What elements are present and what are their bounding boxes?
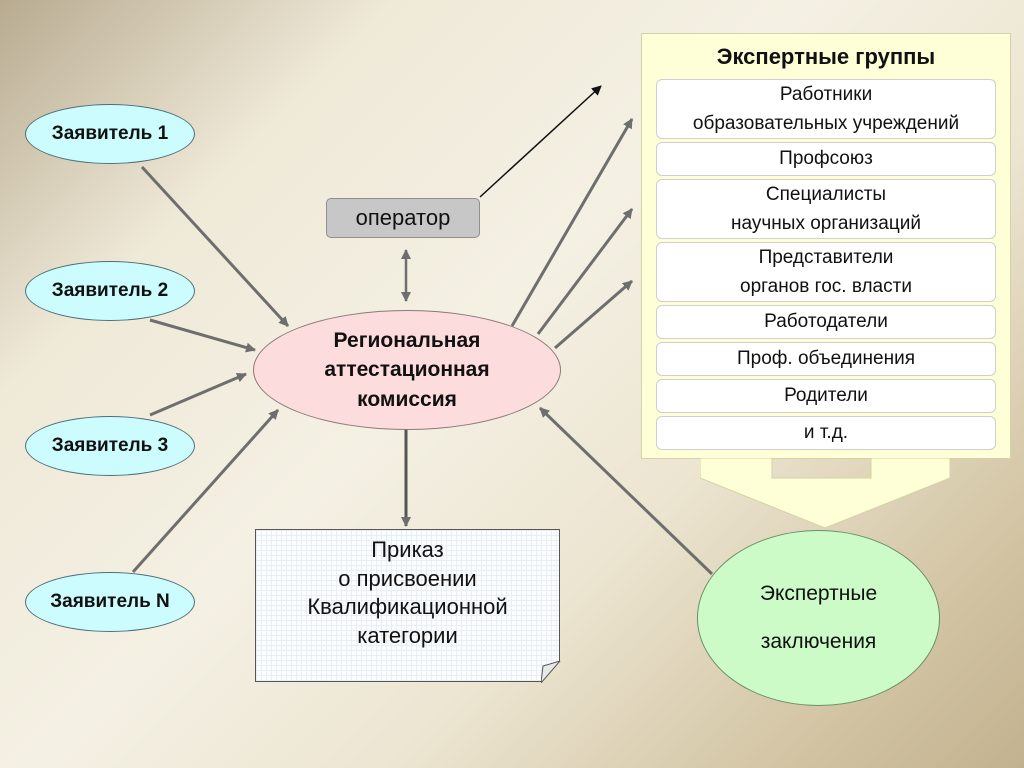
arrow-operator-experts (479, 85, 602, 198)
regional-commission: Региональная аттестационная комиссия (253, 310, 561, 430)
arrow-commission-experts-3 (554, 279, 633, 350)
expert-group-item: Работодатели (656, 305, 996, 339)
expert-group-item: Родители (656, 379, 996, 413)
expert-group-item: Специалисты научных организаций (656, 179, 996, 239)
order-line-1: Приказ (371, 537, 444, 562)
arrow-commission-experts-2 (536, 208, 634, 335)
expert-group-item: Работники образовательных учреждений (656, 79, 996, 139)
order-line-3: Квалификационной (307, 594, 508, 620)
operator-box: оператор (326, 198, 480, 238)
expert-group-item: Представители органов гос. власти (656, 242, 996, 302)
applicant-2: Заявитель 2 (25, 261, 195, 321)
expert-groups-title: Экспертные группы (716, 44, 936, 69)
arrow-applicant-1 (140, 165, 290, 328)
arrow-applicant-n (131, 408, 280, 574)
expert-group-item: и т.д. (656, 416, 996, 450)
order-line-2: о присвоении (338, 565, 477, 591)
expert-group-item: Профсоюз (656, 142, 996, 176)
arrow-conclusions-commission (538, 406, 714, 576)
arrow-commission-experts-1 (510, 118, 634, 327)
applicant-3: Заявитель 3 (25, 416, 195, 476)
down-arrow-icon (700, 458, 950, 529)
applicant-1: Заявитель 1 (25, 104, 195, 164)
expert-group-item: Проф. объединения (656, 342, 996, 376)
arrow-applicant-3 (149, 372, 247, 417)
expert-groups-panel: Экспертные группы Работники образователь… (641, 33, 1011, 459)
expert-conclusions: Экспертные заключения (697, 530, 940, 706)
page-fold-icon (541, 661, 561, 683)
order-document: Приказ о присвоении Квалификационной кат… (255, 529, 560, 682)
order-line-4: категории (357, 622, 458, 648)
arrow-applicant-2 (149, 318, 256, 353)
applicant-n: Заявитель N (25, 572, 195, 632)
